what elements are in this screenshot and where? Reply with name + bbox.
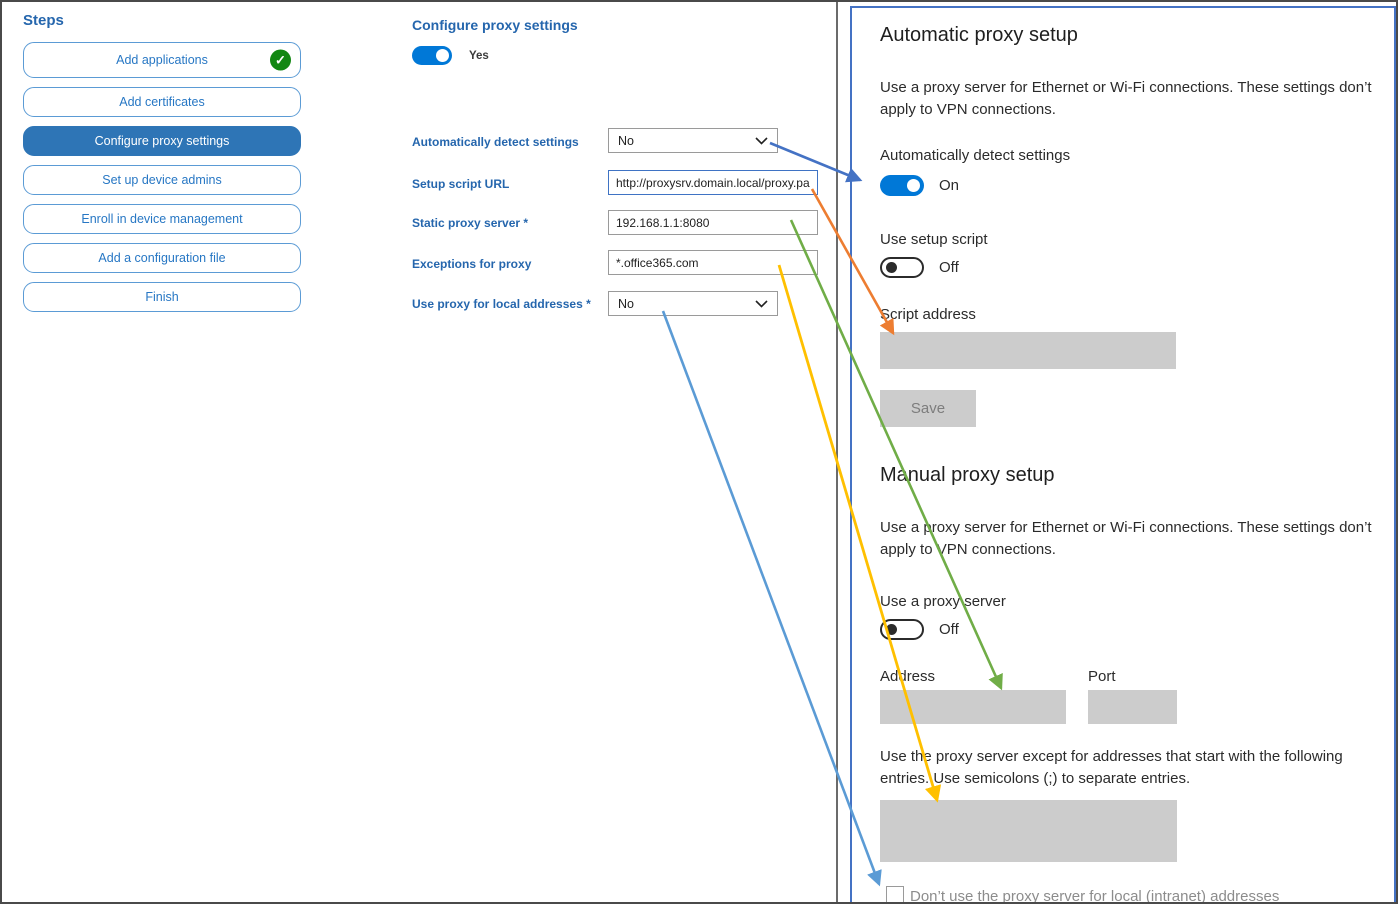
manual-proxy-description: Use a proxy server for Ethernet or Wi-Fi… xyxy=(880,519,1372,558)
panel-divider xyxy=(836,2,838,902)
arrow-local-checkbox xyxy=(661,310,882,887)
save-button[interactable]: Save xyxy=(880,390,976,427)
sidebar-item-add-applications[interactable]: Add applications ✓ xyxy=(23,42,301,78)
step-label: Enroll in device management xyxy=(81,212,243,226)
sidebar-item-add-a-configuration-file[interactable]: Add a configuration file xyxy=(23,243,301,273)
use-setup-script-label: Use setup script xyxy=(880,231,988,248)
use-a-proxy-server-label: Use a proxy server xyxy=(880,593,1006,610)
sidebar-item-enroll-in-device-management[interactable]: Enroll in device management xyxy=(23,204,301,234)
automatically-detect-settings-toggle-label: Automatically detect settings xyxy=(880,147,1071,164)
automatic-proxy-setup-heading: Automatic proxy setup xyxy=(880,24,1078,46)
address-label: Address xyxy=(880,668,936,685)
port-label: Port xyxy=(1088,668,1116,685)
automatically-detect-settings-dropdown[interactable]: No xyxy=(608,128,778,153)
local-intranet-checkbox[interactable] xyxy=(886,886,904,902)
step-label: Add certificates xyxy=(119,95,205,109)
automatically-detect-settings-toggle[interactable] xyxy=(880,175,924,196)
toggle-knob xyxy=(886,262,897,273)
proxy-exceptions-box[interactable] xyxy=(880,800,1177,862)
manual-proxy-setup-heading: Manual proxy setup xyxy=(880,464,1055,486)
toggle-knob xyxy=(436,49,449,62)
port-box[interactable] xyxy=(1088,690,1177,724)
step-label: Set up device admins xyxy=(102,173,222,187)
proxy-exceptions-help: Use the proxy server except for addresse… xyxy=(880,748,1343,787)
script-address-box[interactable] xyxy=(880,332,1176,369)
setup-script-url-label: Setup script URL xyxy=(412,177,510,191)
static-proxy-server-label: Static proxy server * xyxy=(412,216,529,230)
automatically-detect-settings-label: Automatically detect settings xyxy=(412,135,579,149)
toggle-state-label: Off xyxy=(939,259,959,276)
step-label: Finish xyxy=(145,290,179,304)
sidebar-item-finish[interactable]: Finish xyxy=(23,282,301,312)
toggle-knob xyxy=(886,624,897,635)
use-proxy-for-local-addresses-dropdown[interactable]: No xyxy=(608,291,778,316)
exceptions-for-proxy-label: Exceptions for proxy xyxy=(412,257,532,271)
dropdown-value: No xyxy=(618,296,634,311)
toggle-state-label: Yes xyxy=(469,49,489,62)
toggle-knob xyxy=(907,179,920,192)
windows-proxy-settings-panel: Automatic proxy setup Use a proxy server… xyxy=(850,6,1396,904)
sidebar-item-configure-proxy-settings[interactable]: Configure proxy settings xyxy=(23,126,301,156)
setup-script-url-field[interactable] xyxy=(608,170,818,195)
step-completed-check-icon: ✓ xyxy=(270,49,291,71)
script-address-label: Script address xyxy=(880,306,976,323)
configure-proxy-toggle-row: Yes xyxy=(412,46,489,65)
chevron-down-icon xyxy=(755,299,768,308)
dropdown-value: No xyxy=(618,133,634,148)
step-label: Configure proxy settings xyxy=(94,134,230,148)
static-proxy-server-field[interactable] xyxy=(608,210,818,235)
page-title: Configure proxy settings xyxy=(412,17,578,33)
steps-title: Steps xyxy=(23,12,64,29)
exceptions-for-proxy-field[interactable] xyxy=(608,250,818,275)
sidebar-item-add-certificates[interactable]: Add certificates xyxy=(23,87,301,117)
chevron-down-icon xyxy=(755,136,768,145)
toggle-state-label: Off xyxy=(939,621,959,638)
configure-proxy-toggle[interactable] xyxy=(412,46,452,65)
steps-sidebar: Steps Add applications ✓ Add certificate… xyxy=(23,12,301,321)
address-box[interactable] xyxy=(880,690,1066,724)
local-intranet-checkbox-label: Don’t use the proxy server for local (in… xyxy=(910,888,1280,904)
step-label: Add applications xyxy=(116,53,208,67)
step-label: Add a configuration file xyxy=(98,251,226,265)
use-a-proxy-server-toggle[interactable] xyxy=(880,619,924,640)
use-setup-script-toggle[interactable] xyxy=(880,257,924,278)
sidebar-item-set-up-device-admins[interactable]: Set up device admins xyxy=(23,165,301,195)
use-proxy-for-local-addresses-label: Use proxy for local addresses * xyxy=(412,297,591,311)
toggle-state-label: On xyxy=(939,177,960,194)
automatic-proxy-description: Use a proxy server for Ethernet or Wi-Fi… xyxy=(880,79,1372,118)
